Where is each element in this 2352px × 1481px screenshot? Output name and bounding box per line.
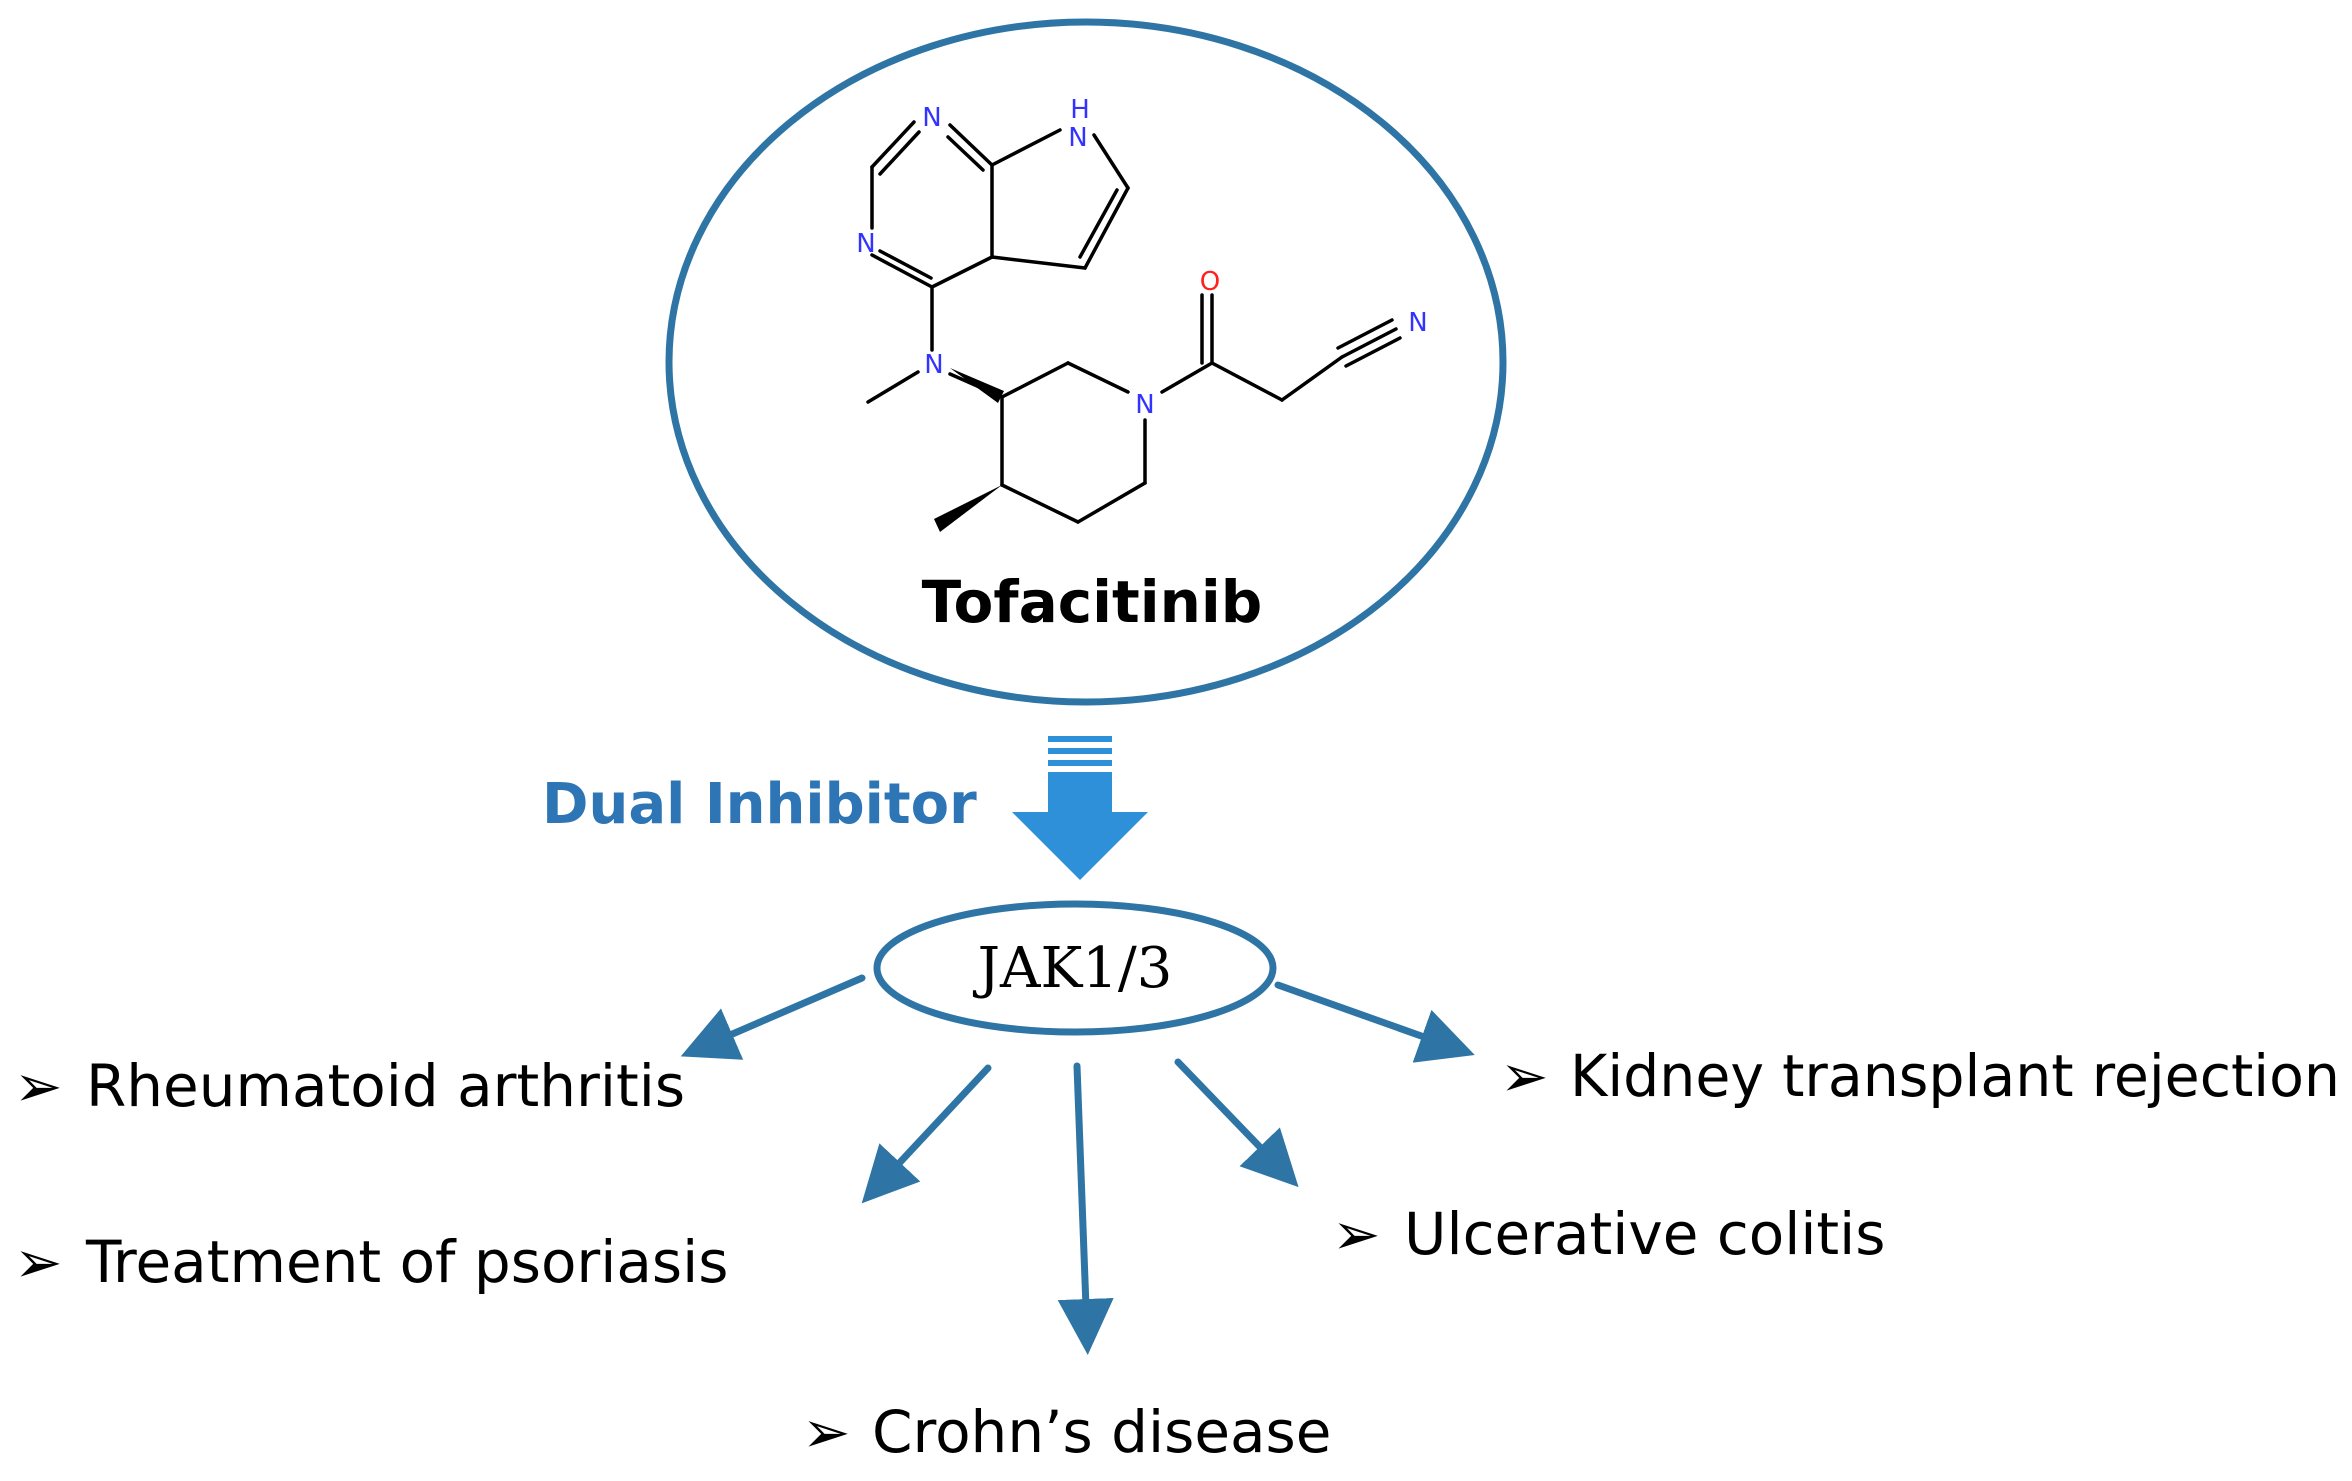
indication-rheumatoid: ➢ Rheumatoid arthritis: [14, 1052, 685, 1120]
bullet-icon: ➢: [1500, 1042, 1549, 1110]
atom-h: H: [1070, 95, 1090, 125]
indication-label: Treatment of psoriasis: [85, 1228, 728, 1296]
indication-label: Ulcerative colitis: [1404, 1200, 1886, 1268]
bullet-icon: ➢: [14, 1228, 63, 1296]
indication-kidney: ➢ Kidney transplant rejection: [1500, 1042, 2340, 1110]
arrow-to-rheumatoid: [680, 974, 866, 1060]
target-ellipse: [873, 900, 1277, 1036]
bullet-icon: ➢: [1332, 1200, 1381, 1268]
indication-crohns: ➢ Crohn’s disease: [802, 1398, 1331, 1466]
bullet-icon: ➢: [802, 1398, 851, 1466]
arrow-to-colitis: [1174, 1058, 1299, 1188]
atom-n-nitrile: N: [1408, 308, 1427, 338]
atom-nh: N: [1068, 123, 1087, 153]
indication-psoriasis: ➢ Treatment of psoriasis: [14, 1228, 728, 1296]
atom-n1: N: [922, 103, 941, 133]
down-arrow-icon: [1012, 736, 1148, 880]
arrow-to-crohns: [1057, 1062, 1114, 1355]
drug-name: Tofacitinib: [922, 568, 1263, 636]
tofacitinib-structure: N N H N N N O N: [856, 95, 1428, 532]
atom-n2: N: [856, 229, 875, 259]
indication-label: Rheumatoid arthritis: [86, 1052, 685, 1120]
branch-arrows: [680, 974, 1475, 1355]
atom-o: O: [1200, 267, 1220, 297]
drug-ellipse: [665, 18, 1507, 706]
target-label: JAK1/3: [973, 936, 1173, 1001]
mechanism-label: Dual Inhibitor: [542, 772, 977, 837]
indication-label: Crohn’s disease: [872, 1398, 1331, 1466]
bullet-icon: ➢: [14, 1052, 63, 1120]
arrow-to-kidney: [1274, 981, 1475, 1063]
arrow-to-psoriasis: [861, 1064, 992, 1204]
indication-colitis: ➢ Ulcerative colitis: [1332, 1200, 1886, 1268]
atom-n-ring: N: [1135, 390, 1154, 420]
atom-n-amine: N: [924, 350, 943, 380]
indication-label: Kidney transplant rejection: [1570, 1042, 2340, 1110]
